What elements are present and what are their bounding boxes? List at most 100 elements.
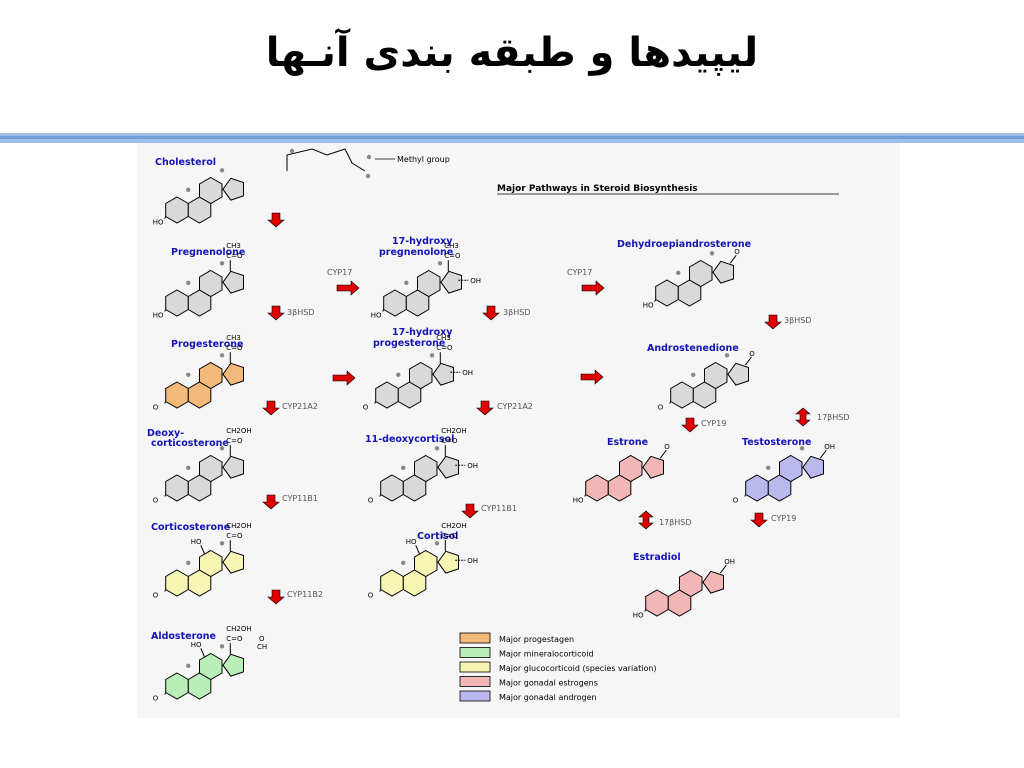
methyl-dot	[709, 251, 715, 256]
ketone-label: O	[749, 350, 755, 358]
arrow-estrone-estradiol	[638, 510, 654, 530]
ring-c	[199, 454, 223, 483]
a-ring-substituent: HO	[643, 302, 654, 310]
label-dhea: Dehydroepiandrosterone	[617, 239, 751, 250]
structure-17oh-progesterone	[374, 352, 461, 409]
oh-label: OH	[824, 443, 835, 451]
ring-d	[222, 653, 244, 677]
a-ring-substituent: O	[153, 404, 159, 412]
legend-label: Major gonadal estrogens	[499, 679, 598, 688]
co-label: C=O	[226, 252, 243, 260]
arrow-17ohpreg-17ohprog	[482, 305, 500, 321]
ring-c	[414, 454, 438, 483]
methyl-dot	[186, 280, 191, 286]
arrow-17ohprog-11deoxy	[476, 400, 494, 416]
methyl-group-label: Methyl group	[397, 155, 450, 164]
legend-label: Major gonadal androgen	[499, 693, 597, 702]
ch2oh-label: CH2OH	[441, 427, 466, 435]
structure-estrone	[584, 449, 667, 502]
label-cortisol: Cortisol	[417, 531, 458, 542]
methyl-dot	[799, 446, 805, 451]
arrow-dhea-andro	[764, 314, 782, 330]
a-ring-substituent: O	[368, 592, 374, 600]
enzyme-cyp11b1-b: CYP11B1	[481, 504, 517, 513]
ch2oh-label: CH2OH	[226, 427, 251, 435]
legend-swatch	[459, 647, 491, 658]
ring-c	[679, 569, 703, 598]
a-ring-substituent: HO	[153, 219, 164, 227]
methyl-dot	[219, 644, 225, 649]
arrow-17ohprog-andro	[580, 369, 604, 385]
enzyme-17bhsd-b: 17βHSD	[659, 518, 692, 527]
legend-label: Major mineralocorticoid	[499, 650, 594, 659]
label-doc-2: corticosterone	[151, 438, 229, 449]
a-ring-substituent: HO	[371, 312, 382, 320]
enzyme-17bhsd-a: 17βHSD	[817, 413, 850, 422]
structure-aldosterone	[164, 643, 244, 700]
methyl-dot	[289, 148, 295, 154]
co-label: C=O	[226, 437, 243, 445]
ho-11-label: HO	[406, 538, 417, 546]
ring-d	[222, 270, 244, 294]
enzyme-cyp21a2-b: CYP21A2	[497, 402, 533, 411]
a-ring-substituent: O	[153, 497, 159, 505]
ketone-label: O	[664, 443, 670, 451]
label-17oh-prog-1: 17-hydroxy	[392, 327, 453, 338]
label-androstenedione: Androstenedione	[647, 343, 739, 354]
a-ring-substituent: HO	[633, 612, 644, 620]
label-testosterone: Testosterone	[742, 437, 811, 448]
ring-a	[670, 381, 694, 409]
ring-d	[222, 550, 244, 574]
enzyme-3bhsd-b: 3βHSD	[503, 308, 530, 317]
ring-a	[375, 381, 399, 409]
label-11-deoxycortisol: 11-deoxycortisol	[365, 434, 454, 445]
structure-dhea	[654, 251, 737, 307]
methyl-dot	[401, 465, 406, 471]
methyl-dot	[366, 154, 372, 160]
ring-d	[437, 550, 459, 574]
a-ring-substituent: O	[153, 592, 159, 600]
label-corticosterone: Corticosterone	[151, 522, 230, 533]
methyl-dot	[437, 261, 443, 266]
ring-a	[165, 474, 189, 502]
ring-d	[222, 362, 244, 386]
oh-17-label: OH	[467, 462, 478, 470]
structure-progesterone	[164, 352, 244, 409]
slide-title: لیپیدها و طبقه بندی آنـها	[265, 30, 759, 76]
label-estradiol: Estradiol	[633, 552, 681, 563]
methyl-dot	[434, 541, 440, 546]
oh-17-label: OH	[470, 277, 481, 285]
arrow-chol-preg	[267, 212, 285, 228]
ch3-label: CH3	[226, 334, 241, 342]
ring-a	[380, 569, 404, 597]
a-ring-substituent: O	[368, 497, 374, 505]
co-label: C=O	[441, 437, 458, 445]
ch3-label: CH3	[226, 242, 241, 250]
ring-a	[383, 289, 407, 317]
ch2oh-label: CH2OH	[226, 625, 251, 633]
ring-a	[585, 474, 609, 502]
methyl-dot	[766, 465, 771, 471]
ring-c	[409, 361, 433, 390]
arrow-andro-testo	[795, 407, 811, 427]
arrow-doc-cortico	[262, 494, 280, 510]
methyl-dot	[186, 372, 191, 378]
arrow-prog-doc	[262, 400, 280, 416]
legend-swatch	[459, 632, 491, 644]
a-ring-substituent: O	[733, 497, 739, 505]
ring-c	[619, 454, 643, 483]
arrow-preg-prog	[267, 305, 285, 321]
methyl-dot	[434, 446, 440, 451]
ring-a	[165, 569, 189, 597]
ring-c	[704, 361, 728, 390]
methyl-dot	[691, 372, 696, 378]
ring-c	[199, 176, 223, 205]
methyl-dot	[219, 541, 225, 546]
ring-c	[417, 269, 441, 298]
ring-a	[165, 289, 189, 317]
methyl-dot	[401, 560, 406, 566]
methyl-dot	[219, 261, 225, 266]
methyl-dot	[186, 465, 191, 471]
legend-swatch	[459, 690, 491, 702]
